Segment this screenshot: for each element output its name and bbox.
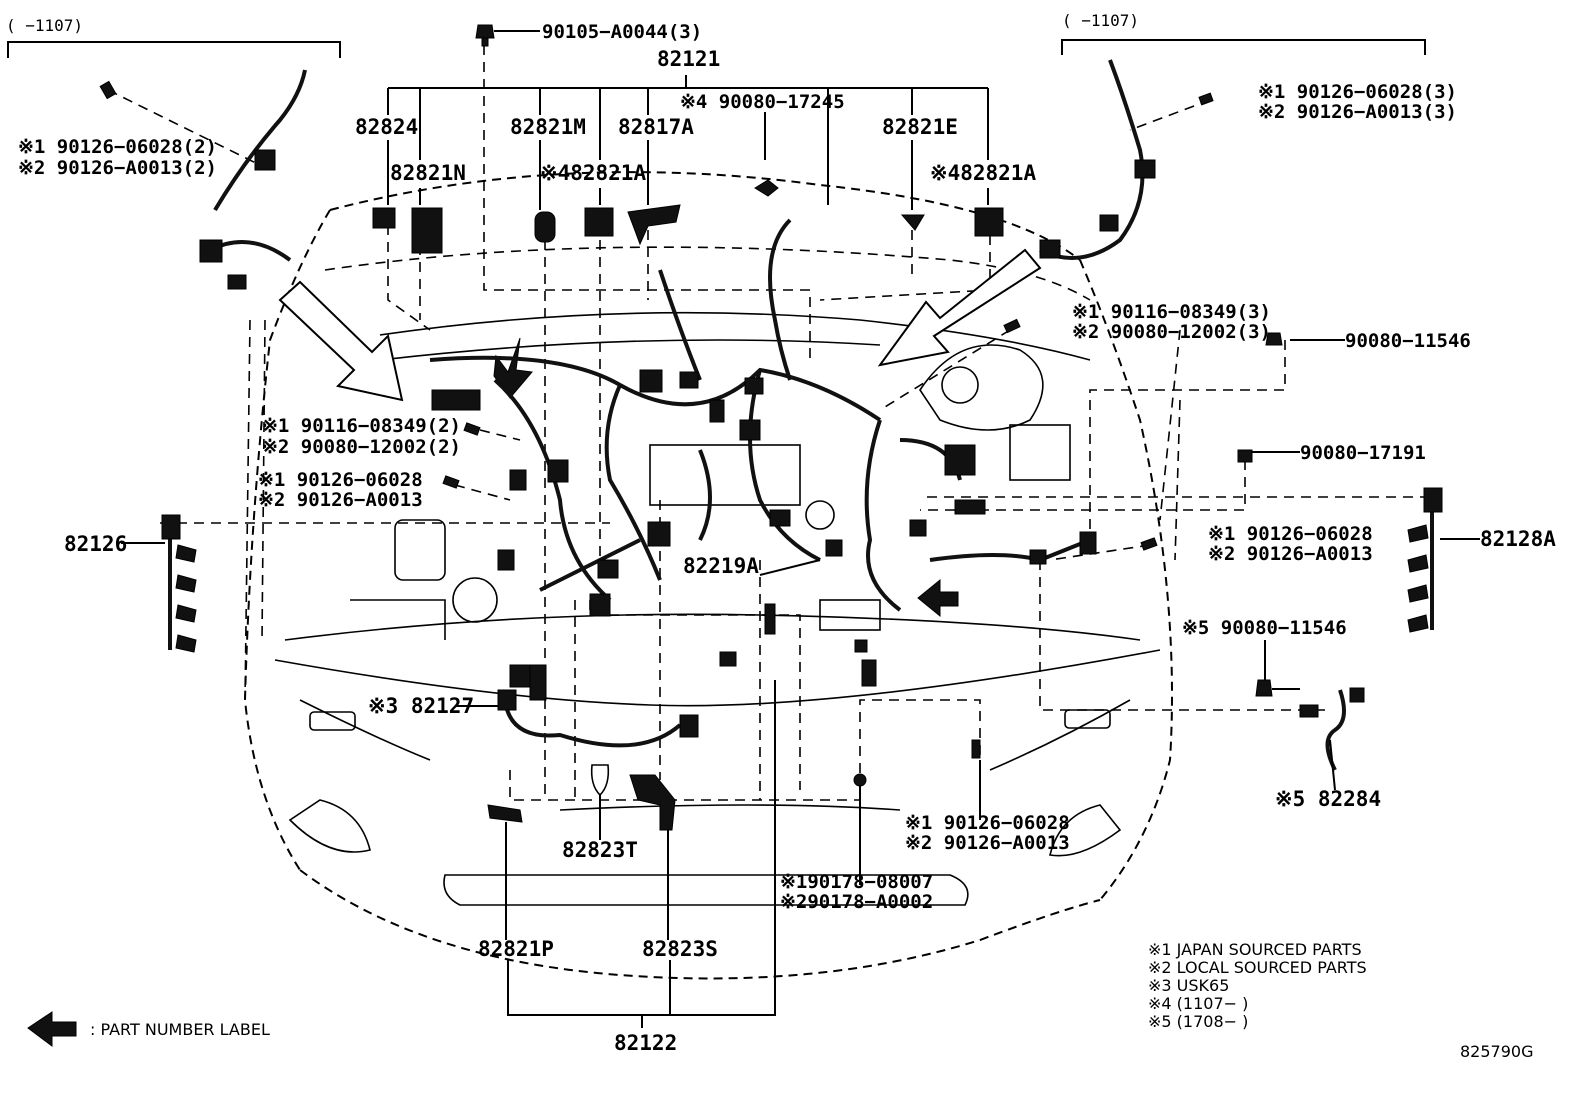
part-82126: 82126 — [64, 532, 127, 556]
part-82821E: 82821E — [882, 115, 958, 139]
part-right-low-2: ※2 90126−A0013 — [1208, 543, 1373, 565]
part-left-top-1: ※1 90126−06028(2) — [18, 136, 217, 158]
leader-82121 — [387, 75, 989, 210]
part-bottom-low-2: ※290178−A0002 — [780, 891, 933, 913]
range-label-left: ( −1107) — [6, 16, 83, 35]
part-82128A: 82128A — [1480, 527, 1556, 551]
part-82817A: 82817A — [618, 115, 694, 139]
part-90105: 90105−A0044(3) — [542, 21, 702, 43]
vehicle-body-outline — [243, 171, 1173, 980]
connectors — [99, 24, 1443, 831]
diagram-id: 825790G — [1460, 1042, 1533, 1061]
part-82824: 82824 — [355, 115, 418, 139]
label-leaders — [121, 30, 1480, 1028]
part-right-top-1: ※1 90126−06028(3) — [1258, 81, 1457, 103]
footnote-2: ※2 LOCAL SOURCED PARTS — [1148, 958, 1367, 977]
footnote-4: ※4 (1107− ) — [1148, 994, 1248, 1013]
part-82823T: 82823T — [562, 838, 638, 862]
part-left-mid-2: ※2 90080−12002(2) — [262, 436, 461, 458]
hollow-arrows — [278, 248, 1042, 402]
part-right-mid-1: ※1 90116−08349(3) — [1072, 301, 1271, 323]
part-right-low-1: ※1 90126−06028 — [1208, 523, 1373, 545]
range-label-right: ( −1107) — [1062, 11, 1139, 30]
part-90080-11546-5: ※5 90080−11546 — [1182, 617, 1347, 639]
part-labels: ( −1107) ( −1107) 90105−A0044(3) 82121 ※… — [6, 11, 1556, 1055]
part-bottom-mid-2: ※2 90126−A0013 — [905, 832, 1070, 854]
footnote-5: ※5 (1708− ) — [1148, 1012, 1248, 1031]
part-82821N: 82821N — [390, 161, 466, 185]
part-82821M: 82821M — [510, 115, 586, 139]
part-82121: 82121 — [657, 47, 720, 71]
part-left-low-2: ※2 90126−A0013 — [258, 489, 423, 511]
part-left-top-2: ※2 90126−A0013(2) — [18, 157, 217, 179]
part-82284: ※5 82284 — [1275, 787, 1381, 811]
part-82122: 82122 — [614, 1031, 677, 1055]
part-bottom-mid-1: ※1 90126−06028 — [905, 812, 1070, 834]
part-82823S: 82823S — [642, 937, 718, 961]
footnotes: ※1 JAPAN SOURCED PARTS ※2 LOCAL SOURCED … — [1148, 940, 1367, 1031]
part-90080-11546: 90080−11546 — [1345, 330, 1471, 352]
range-brackets — [7, 39, 1426, 58]
label-arrows — [27, 337, 959, 1047]
part-90080-17245: ※4 90080−17245 — [680, 91, 845, 113]
part-82821A-right: ※482821A — [930, 161, 1036, 185]
part-left-mid-1: ※1 90116−08349(2) — [262, 415, 461, 437]
part-bottom-low-1: ※190178−08007 — [780, 871, 933, 893]
part-number-label-legend: : PART NUMBER LABEL — [90, 1020, 270, 1039]
part-82127: ※3 82127 — [368, 694, 474, 718]
part-right-top-2: ※2 90126−A0013(3) — [1258, 101, 1457, 123]
part-right-mid-2: ※2 90080−12002(3) — [1072, 321, 1271, 343]
part-82821P: 82821P — [478, 937, 554, 961]
part-82821A-left: ※482821A — [540, 161, 646, 185]
footnote-3: ※3 USK65 — [1148, 976, 1229, 995]
part-90080-17191: 90080−17191 — [1300, 442, 1426, 464]
part-left-low-1: ※1 90126−06028 — [258, 469, 423, 491]
part-82219A: 82219A — [683, 554, 759, 578]
footnote-1: ※1 JAPAN SOURCED PARTS — [1148, 940, 1362, 959]
